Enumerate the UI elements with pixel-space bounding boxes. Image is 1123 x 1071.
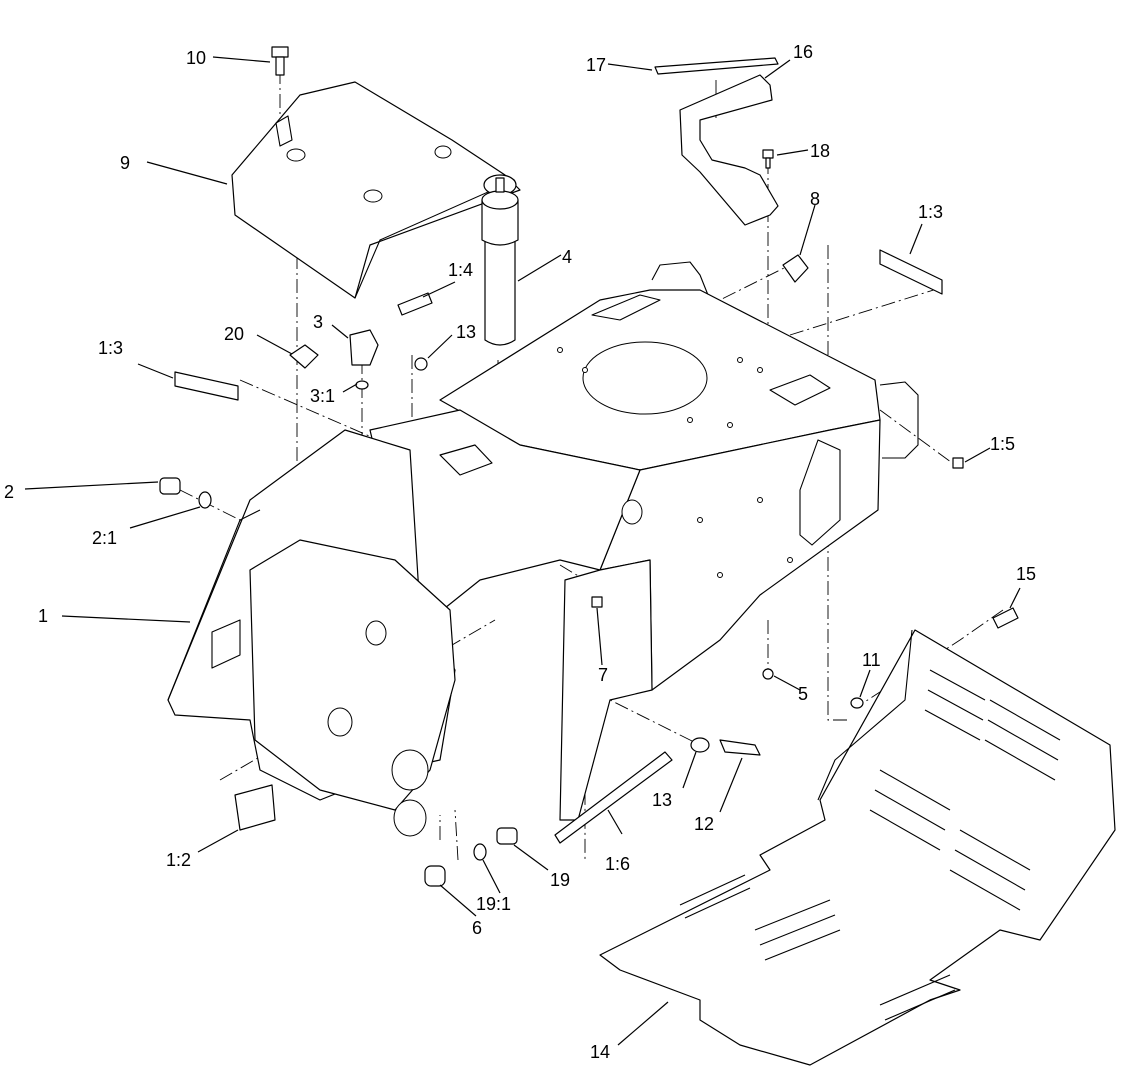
clip-part-20 [289, 344, 319, 369]
callout-9: 9 [120, 153, 130, 173]
bolt-part-10 [271, 46, 289, 76]
foot-part-6 [424, 865, 446, 887]
nut-part-5 [762, 668, 774, 680]
callout-1-5: 1:5 [990, 434, 1015, 454]
bracket-part-16 [679, 74, 779, 226]
fitting-part-3 [349, 329, 379, 366]
nut-part-7 [591, 596, 603, 608]
callout-1-2: 1:2 [166, 850, 191, 870]
seat-plate-part [231, 81, 521, 299]
bolt-part-15 [992, 607, 1019, 629]
main-frame-part [167, 261, 919, 837]
fuel-tube-part [481, 174, 519, 346]
callout-1-3-left: 1:3 [98, 338, 123, 358]
callout-7: 7 [598, 665, 608, 685]
callout-1-3-right: 1:3 [918, 202, 943, 222]
callout-11: 11 [862, 650, 881, 670]
oring-part-19-1 [473, 843, 487, 861]
decal-1-4 [397, 292, 433, 316]
oring-part-3-1 [355, 380, 369, 390]
nut-part-13-bottom [690, 737, 710, 753]
decal-1-2 [234, 784, 276, 831]
callout-2-1: 2:1 [92, 528, 117, 548]
callout-18: 18 [810, 141, 830, 161]
callout-13-top: 13 [456, 322, 476, 342]
decal-1-6 [554, 751, 673, 844]
callout-14: 14 [590, 1042, 610, 1062]
callout-10: 10 [186, 48, 206, 68]
decal-1-3-left [174, 371, 239, 401]
callout-19: 19 [550, 870, 570, 890]
foot-deck-slots [679, 669, 1061, 1021]
callout-16: 16 [793, 42, 813, 62]
callout-1: 1 [38, 606, 48, 626]
callout-2: 2 [4, 482, 14, 502]
callout-3-1: 3:1 [310, 386, 335, 406]
callout-19-1: 19:1 [476, 894, 511, 914]
screw-part-18 [762, 149, 774, 169]
callout-6: 6 [472, 918, 482, 938]
callout-labels: 1 1:2 1:3 1:3 1:4 1:5 1:6 2 2:1 3 3:1 4 … [4, 42, 1036, 1062]
bolt-part-12 [719, 739, 761, 756]
strip-part-17 [654, 57, 779, 75]
leader-lines [24, 56, 1021, 1046]
plug-part-2 [159, 477, 181, 495]
callout-12: 12 [694, 814, 714, 834]
callout-5: 5 [798, 684, 808, 704]
decal-1-3-right [879, 249, 943, 295]
clip-part-8 [782, 254, 809, 283]
callout-3: 3 [313, 312, 323, 332]
callout-8: 8 [810, 189, 820, 209]
callout-13-bottom: 13 [652, 790, 672, 810]
oring-part-2-1 [198, 491, 212, 509]
callout-1-4: 1:4 [448, 260, 473, 280]
washer-part-11 [850, 697, 864, 709]
callout-15: 15 [1016, 564, 1036, 584]
decal-1-5 [952, 457, 964, 469]
plug-part-19 [496, 827, 518, 845]
foot-deck-part [599, 629, 1116, 1066]
callout-17: 17 [586, 55, 606, 75]
nut-part-13-top [414, 357, 428, 371]
callout-1-6: 1:6 [605, 854, 630, 874]
callout-20: 20 [224, 324, 244, 344]
callout-4: 4 [562, 247, 572, 267]
